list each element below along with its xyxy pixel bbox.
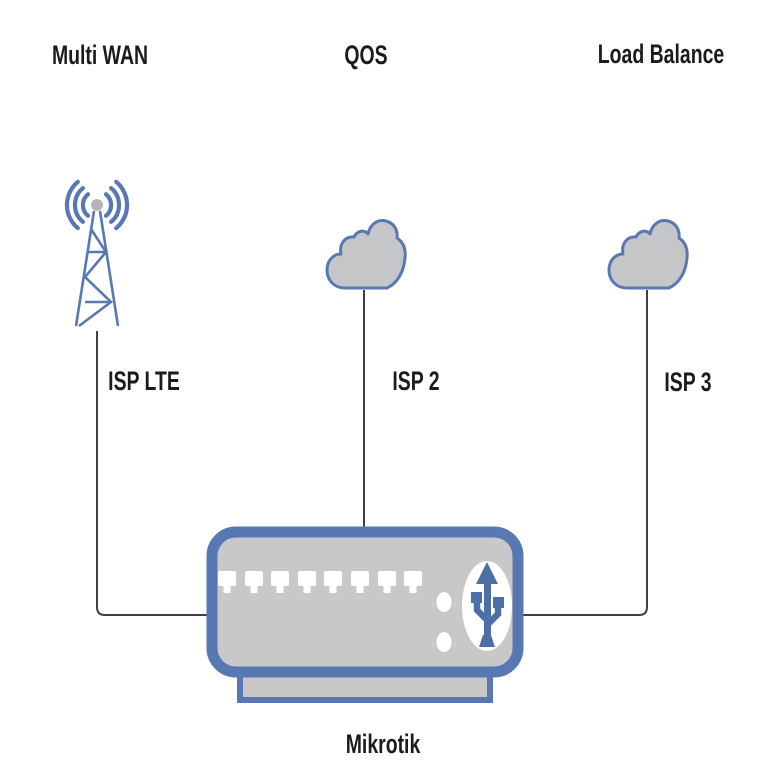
feature-label-qos: QOS — [344, 40, 388, 70]
tower-lattice — [74, 210, 120, 328]
connector-isp3-to-router — [523, 290, 648, 616]
router-stand — [237, 671, 493, 703]
node-label-mikrotik: Mikrotik — [345, 729, 421, 759]
ethernet-ports — [218, 571, 422, 593]
port-icon — [324, 571, 342, 593]
led-icon — [436, 592, 452, 612]
cloud-icon-isp3 — [607, 219, 689, 290]
lte-tower-icon — [64, 179, 130, 328]
feature-label-multi-wan: Multi WAN — [51, 40, 149, 70]
port-icon — [218, 571, 236, 593]
port-icon — [271, 571, 289, 593]
router-icon — [206, 526, 524, 703]
cloud-icon-isp2 — [325, 219, 407, 290]
port-icon — [351, 571, 369, 593]
usb-trident-icon — [462, 561, 512, 651]
connector-isp-lte-to-router — [96, 331, 207, 616]
port-icon — [245, 571, 263, 593]
led-icon — [436, 632, 452, 652]
connector-lines — [96, 290, 648, 616]
node-label-isp-2: ISP 2 — [392, 366, 440, 396]
port-icon — [298, 571, 316, 593]
node-label-isp-lte: ISP LTE — [108, 366, 180, 396]
status-leds — [436, 592, 452, 652]
node-label-isp-3: ISP 3 — [664, 367, 712, 397]
feature-label-load-balance: Load Balance — [597, 39, 725, 69]
port-icon — [404, 571, 422, 593]
port-icon — [378, 571, 396, 593]
radio-waves-icon — [64, 179, 130, 231]
antenna-ball — [91, 199, 103, 211]
